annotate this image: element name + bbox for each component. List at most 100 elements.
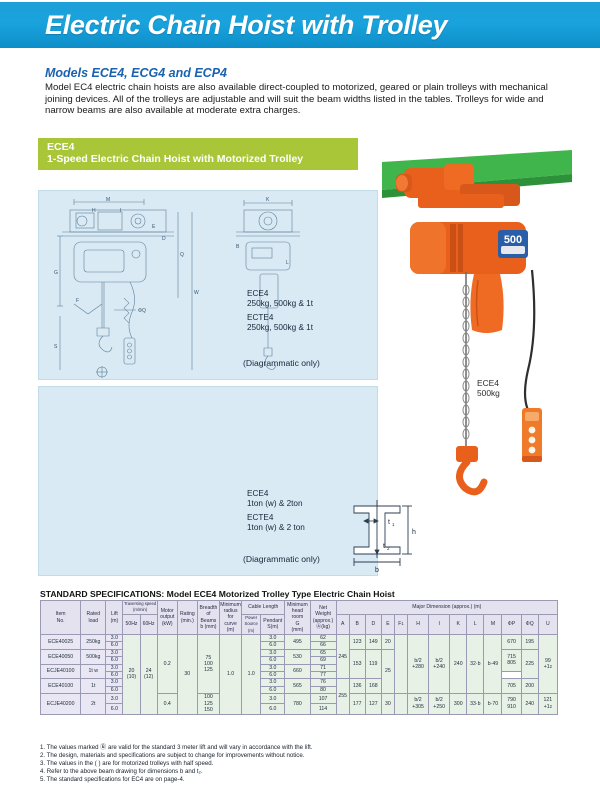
th-dim-Q: ΦQ	[520, 613, 539, 636]
cell-lift: 6.0	[105, 656, 124, 665]
cell-pendant: 6.0	[260, 671, 286, 680]
table-row: ECE40025 250kg 3.0 20(10) 24(12) 0.2 30 …	[39, 634, 559, 715]
cell-net-weight: 77	[309, 671, 337, 680]
cell-dim-H: b/2+305	[406, 693, 430, 715]
cell-dim-Q: 200	[520, 678, 539, 695]
cell-dim-D: 149	[364, 634, 382, 650]
svg-text:W: W	[194, 290, 199, 296]
cell-item-no: ECE40050	[39, 648, 82, 665]
cell-dim-I: b/2+250	[428, 693, 451, 715]
diagram-bottom-model-1: ECE4	[247, 489, 269, 498]
cell-motor-output: 0.4	[156, 693, 178, 715]
cell-dim-Q: 195	[520, 634, 539, 650]
diagram-top-capacity-2: 250kg, 500kg & 1t	[247, 323, 314, 332]
diagram-bottom-capacity-2: 1ton (w) & 2 ton	[247, 523, 305, 532]
cell-rated-load: 1t	[80, 678, 107, 695]
svg-text:H: H	[92, 208, 96, 214]
svg-text:K: K	[266, 197, 270, 203]
cell-lift: 3.0	[105, 648, 124, 658]
cell-net-weight: 71	[309, 663, 337, 673]
svg-text:E: E	[152, 224, 156, 230]
svg-text:F: F	[76, 298, 79, 304]
cell-rated-load: 2t	[80, 693, 107, 715]
cell-50hz: 20(10)	[122, 634, 141, 715]
cell-60hz: 24(12)	[139, 634, 158, 715]
cell-dim-D: 119	[364, 648, 382, 680]
cell-dim-K: 300	[449, 693, 468, 715]
svg-text:t: t	[383, 543, 385, 550]
cell-lift: 3.0	[105, 693, 124, 705]
table-row: 6.0 6.0 66	[41, 641, 558, 650]
cell-head-room: 780	[284, 693, 311, 715]
cell-min-radius: 1.0	[218, 634, 243, 715]
cell-lift: 6.0	[105, 641, 124, 650]
cell-dim-D: 168	[364, 678, 382, 695]
cell-dim-Q: 225	[520, 648, 539, 680]
cell-pendant: 3.0	[260, 663, 286, 673]
cell-head-room: 660	[284, 663, 311, 680]
svg-text:500: 500	[504, 234, 522, 246]
footnotes: 1. The values marked Ⓑ are valid for the…	[40, 744, 470, 784]
footnote-3: 3. The values in the ( ) are for motoriz…	[40, 760, 214, 768]
th-dim-D: D	[364, 613, 382, 636]
cell-lift: 3.0	[105, 634, 124, 643]
cell-dim-U: 121+12	[537, 693, 559, 715]
cell-dim-B: 136	[348, 678, 366, 695]
cell-dim-F1	[393, 634, 408, 695]
product-photo: 500	[382, 150, 572, 496]
cell-dim-L: 33·b	[466, 693, 485, 715]
cell-lift: 3.0	[105, 678, 124, 687]
svg-text:h: h	[412, 529, 416, 536]
th-dim-K: K	[449, 613, 468, 636]
cell-net-weight: 69	[309, 656, 337, 665]
th-lift: Lift(m)	[105, 599, 124, 636]
cell-pendant: 3.0	[260, 648, 286, 658]
table-row: ECJE40100 1t w 3.0 3.0 660 71	[39, 663, 558, 680]
footnote-1: 1. The values marked Ⓑ are valid for the…	[40, 744, 313, 751]
table-row: 6.0 6.0 77	[41, 671, 558, 680]
diagram-bottom-model-2: ECTE4	[247, 513, 274, 522]
intro-paragraph: Model EC4 electric chain hoists are also…	[45, 82, 548, 117]
th-60hz: 60Hz	[139, 613, 158, 636]
cell-net-weight: 65	[309, 648, 337, 658]
table-row: 6.0 6.0 69	[41, 656, 558, 665]
cell-item-no: ECE40025	[39, 634, 82, 650]
cell-dim-B: 153	[348, 648, 366, 680]
cell-rating: 30	[176, 634, 198, 715]
cell-rated-load: 500kg	[80, 648, 107, 665]
section-banner-model: ECE4	[47, 141, 75, 153]
svg-text:t: t	[388, 519, 390, 526]
cell-net-weight: 107	[309, 693, 337, 705]
cell-dim-A: 255	[335, 678, 350, 715]
cell-lift: 6.0	[105, 703, 124, 715]
diagram-top-note: (Diagrammatic only)	[243, 358, 320, 368]
th-dim-I: I	[428, 613, 451, 636]
cell-net-weight: 114	[309, 703, 337, 715]
cell-power-source: 1.0	[241, 634, 262, 715]
footnote-4: 4. Refer to the above beam drawing for d…	[40, 768, 203, 776]
cell-dim-P: 670	[501, 634, 522, 650]
svg-text:b: b	[375, 567, 379, 574]
cell-dim-E: 30	[380, 693, 395, 715]
photo-caption-model: ECE4	[477, 378, 499, 388]
cell-rated-load: 250kg	[80, 634, 107, 650]
svg-text:S: S	[54, 344, 58, 350]
th-50hz: 50Hz	[122, 613, 141, 636]
svg-text:D: D	[162, 236, 166, 242]
th-traversing-speed: Traversing speed(m/min)	[122, 600, 158, 615]
section-banner: ECE4 1-Speed Electric Chain Hoist with M…	[38, 138, 358, 170]
cell-dim-Q: 240	[520, 693, 539, 715]
cell-lift: 6.0	[105, 685, 124, 695]
